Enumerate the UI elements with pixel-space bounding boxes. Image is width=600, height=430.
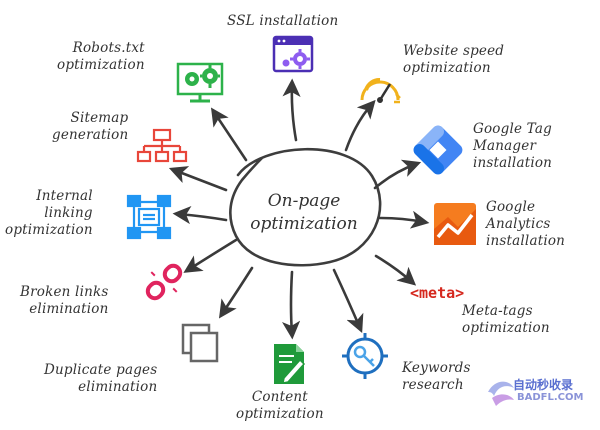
label-sitemap: Sitemap generation <box>52 110 129 143</box>
label-ga: Google Analytics installation <box>486 199 566 249</box>
arrow-keywords <box>332 268 364 334</box>
browser-gear-icon <box>272 35 314 73</box>
watermark-subtitle: BADFL.COM <box>517 392 584 403</box>
broken-link-icon <box>145 263 183 301</box>
label-keywords: Keywords research <box>402 360 471 393</box>
key-target-icon <box>342 333 388 379</box>
center-label: On-page optimization <box>250 191 358 234</box>
arrow-robots <box>210 107 248 162</box>
label-gtm: Google Tag Manager installation <box>473 121 553 171</box>
arrow-ga <box>378 210 430 229</box>
document-pen-icon <box>274 344 306 384</box>
arrow-duplicate <box>218 266 254 319</box>
arrow-meta <box>374 254 417 286</box>
speedometer-icon <box>360 78 401 104</box>
arrow-content <box>282 270 301 340</box>
label-meta: Meta-tags optimization <box>462 303 550 336</box>
link-structure-icon <box>126 194 172 240</box>
watermark-title: 自动秒收录 <box>513 378 574 392</box>
monitor-gears-icon <box>176 62 224 103</box>
label-internal: Internal linking optimization <box>5 188 93 238</box>
arrow-internal <box>172 205 228 225</box>
label-content: Content optimization <box>236 389 324 422</box>
duplicate-pages-icon <box>181 323 219 363</box>
arrow-gtm <box>373 159 422 190</box>
google-analytics-icon <box>434 203 476 245</box>
arrow-sitemap <box>168 166 228 192</box>
sitemap-icon <box>136 128 188 163</box>
connector-arrows <box>168 78 430 340</box>
bird-logo-icon <box>488 381 514 406</box>
label-speed: Website speed optimization <box>403 43 505 76</box>
arrow-ssl <box>282 78 301 142</box>
google-tag-manager-icon <box>413 125 463 175</box>
arrow-speed <box>344 99 376 152</box>
label-broken: Broken links elimination <box>20 284 109 317</box>
arrow-broken <box>183 238 238 273</box>
label-robots: Robots.txt optimization <box>57 40 145 73</box>
label-ssl: SSL installation <box>227 13 339 29</box>
label-duplicate: Duplicate pages elimination <box>44 362 158 395</box>
center-ellipse <box>229 147 382 267</box>
meta-tag-icon: <meta> <box>410 284 465 302</box>
